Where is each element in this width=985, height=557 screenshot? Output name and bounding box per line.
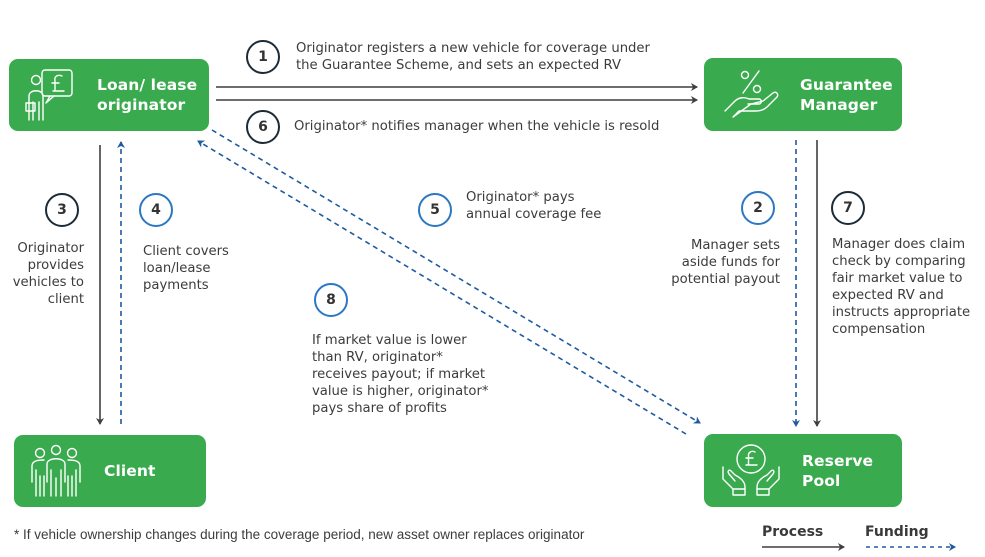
step-badge-2: 2 xyxy=(741,191,775,225)
step-text-2: Manager sets aside funds for potential p… xyxy=(671,238,780,287)
step-text-7: Manager does claim check by comparing fa… xyxy=(832,237,971,337)
step-text-6: Originator* notifies manager when the ve… xyxy=(294,119,660,134)
legend-funding-label: Funding xyxy=(865,524,929,540)
node-originator: Loan/ lease originator xyxy=(9,59,209,131)
node-reserve-pool: Reserve Pool xyxy=(704,434,902,507)
step-badge-1: 1 xyxy=(246,40,280,74)
step-badge-3: 3 xyxy=(45,193,79,227)
legend-process-label: Process xyxy=(762,524,824,540)
node-client-label: Client xyxy=(104,462,156,480)
hands-holding-pound-coin-icon xyxy=(718,440,784,502)
step-badge-7: 7 xyxy=(831,191,865,225)
step-badge-6: 6 xyxy=(246,110,280,144)
node-reserve-pool-label: Reserve Pool xyxy=(802,451,874,490)
step-text-4: Client covers loan/lease payments xyxy=(143,244,229,293)
person-pound-speech-bubble-icon xyxy=(21,65,83,125)
step-text-1: Originator registers a new vehicle for c… xyxy=(296,41,650,73)
step-badge-4: 4 xyxy=(139,193,173,227)
step-text-8: If market value is lower than RV, origin… xyxy=(312,333,489,416)
step-text-3: Originator provides vehicles to client xyxy=(12,241,84,307)
node-guarantee-manager: Guarantee Manager xyxy=(704,58,902,131)
footnote: * If vehicle ownership changes during th… xyxy=(14,527,585,542)
hand-percent-icon xyxy=(720,65,782,125)
group-of-people-icon xyxy=(24,441,88,501)
funding-arrow-8 xyxy=(197,140,687,435)
node-client: Client xyxy=(14,435,206,507)
step-text-5: Originator* pays annual coverage fee xyxy=(466,190,602,222)
node-originator-label: Loan/ lease originator xyxy=(97,76,198,114)
node-guarantee-manager-label: Guarantee Manager xyxy=(800,75,893,114)
step-badge-8: 8 xyxy=(314,283,348,317)
step-badge-5: 5 xyxy=(418,193,452,227)
funding-arrow-5 xyxy=(211,129,701,424)
